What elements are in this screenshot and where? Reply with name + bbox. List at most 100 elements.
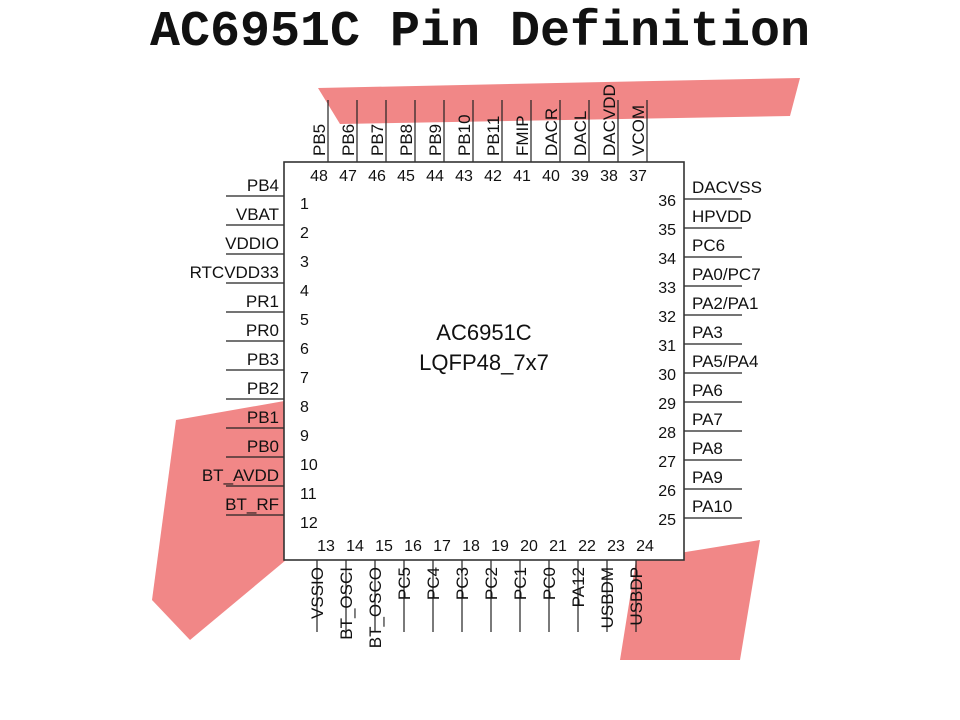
watermark-shape-right	[620, 540, 760, 660]
pin-number: 20	[520, 538, 538, 555]
pin-label: PA12	[569, 567, 588, 607]
pin-label: VSSIO	[308, 567, 327, 619]
pin-number: 22	[578, 538, 596, 555]
pin-label: PC2	[482, 567, 501, 600]
pin-number: 41	[513, 168, 531, 185]
pin-number: 18	[462, 538, 480, 555]
pin-label: PB1	[247, 408, 279, 427]
pin-label: PA10	[692, 497, 732, 516]
chip-package: LQFP48_7x7	[419, 350, 549, 375]
pin-label: BT_RF	[225, 495, 279, 514]
pin-label: HPVDD	[692, 207, 752, 226]
pin-label: PA2/PA1	[692, 294, 758, 313]
pin-number: 32	[658, 309, 676, 326]
pin-label: PB9	[426, 124, 445, 156]
pin-number: 23	[607, 538, 625, 555]
pin-number: 34	[658, 251, 676, 268]
pin-label: PB5	[310, 124, 329, 156]
pin-label: PB0	[247, 437, 279, 456]
pin-number: 15	[375, 538, 393, 555]
pin-label: PC4	[424, 567, 443, 600]
pin-number: 7	[300, 370, 309, 387]
pin-label: DACVSS	[692, 178, 762, 197]
pin-label: USBDM	[598, 567, 617, 628]
pin-number: 44	[426, 168, 444, 185]
pin-number: 48	[310, 168, 328, 185]
pin-number: 13	[317, 538, 335, 555]
pin-number: 38	[600, 168, 618, 185]
pin-label: FMIP	[513, 115, 532, 156]
pin-number: 12	[300, 515, 318, 532]
pin-label: PC6	[692, 236, 725, 255]
pin-label: VDDIO	[225, 234, 279, 253]
pin-number: 25	[658, 512, 676, 529]
pin-label: PR0	[246, 321, 279, 340]
pin-label: BT_OSCO	[366, 567, 385, 648]
pin-number: 10	[300, 457, 318, 474]
pin-number: 28	[658, 425, 676, 442]
pin-number: 26	[658, 483, 676, 500]
pin-number: 33	[658, 280, 676, 297]
pin-number: 21	[549, 538, 567, 555]
watermark-logo	[152, 78, 800, 660]
pin-label: PC5	[395, 567, 414, 600]
pin-label: PA7	[692, 410, 723, 429]
pin-number: 43	[455, 168, 473, 185]
pin-number: 14	[346, 538, 364, 555]
pin-label: BT_OSCI	[337, 567, 356, 640]
watermark-shape-top	[318, 78, 800, 124]
pin-number: 6	[300, 341, 309, 358]
pins-left-group: PB4VBATVDDIORTCVDD33PR1PR0PB3PB2PB1PB0BT…	[190, 176, 284, 516]
pin-number: 19	[491, 538, 509, 555]
pin-number: 31	[658, 338, 676, 355]
pin-label: PB3	[247, 350, 279, 369]
pin-number: 30	[658, 367, 676, 384]
pin-label: PA8	[692, 439, 723, 458]
pin-label: PC3	[453, 567, 472, 600]
pin-number: 3	[300, 254, 309, 271]
pin-number: 9	[300, 428, 309, 445]
pin-number: 40	[542, 168, 560, 185]
pin-number: 37	[629, 168, 647, 185]
pin-label: PA5/PA4	[692, 352, 758, 371]
pin-number: 4	[300, 283, 309, 300]
pin-number: 16	[404, 538, 422, 555]
pin-number: 47	[339, 168, 357, 185]
pin-label: PB7	[368, 124, 387, 156]
pin-label: PB11	[484, 116, 503, 156]
pin-label: VBAT	[236, 205, 279, 224]
pin-label: PA3	[692, 323, 723, 342]
pin-label: PA0/PC7	[692, 265, 761, 284]
pin-label: PB6	[339, 124, 358, 156]
pin-number: 36	[658, 193, 676, 210]
chip-name: AC6951C	[436, 320, 532, 345]
pin-label: PB10	[455, 114, 474, 156]
pin-label: BT_AVDD	[202, 466, 279, 485]
pin-label: PB4	[247, 176, 279, 195]
pin-number: 11	[300, 486, 317, 503]
pin-number: 1	[300, 196, 309, 213]
pin-number: 45	[397, 168, 415, 185]
pin-label: PC1	[511, 567, 530, 600]
chip-body	[283, 161, 685, 561]
page-title: AC6951C Pin Definition	[149, 4, 811, 61]
pin-number: 42	[484, 168, 502, 185]
pin-label: DACVDD	[600, 84, 619, 156]
pin-label: PB2	[247, 379, 279, 398]
pin-label: DACR	[542, 108, 561, 156]
pin-number: 17	[433, 538, 451, 555]
pin-number: 29	[658, 396, 676, 413]
pin-number: 24	[636, 538, 654, 555]
pin-label: PA9	[692, 468, 723, 487]
pin-number: 35	[658, 222, 676, 239]
pin-label: DACL	[571, 111, 590, 156]
pins-top-group: VCOMDACVDDDACLDACRFMIPPB11PB10PB9PB8PB7P…	[310, 84, 648, 162]
pin-label: VCOM	[629, 105, 648, 156]
pins-right-group: PA10 PA9 PA8 PA7 PA6 PA5/PA4 PA3 PA2/PA1 PA0/PC7…	[684, 178, 762, 519]
pin-label: PA6	[692, 381, 723, 400]
pin-number: 27	[658, 454, 676, 471]
pin-label: USBDP	[627, 567, 646, 626]
pin-number: 46	[368, 168, 386, 185]
